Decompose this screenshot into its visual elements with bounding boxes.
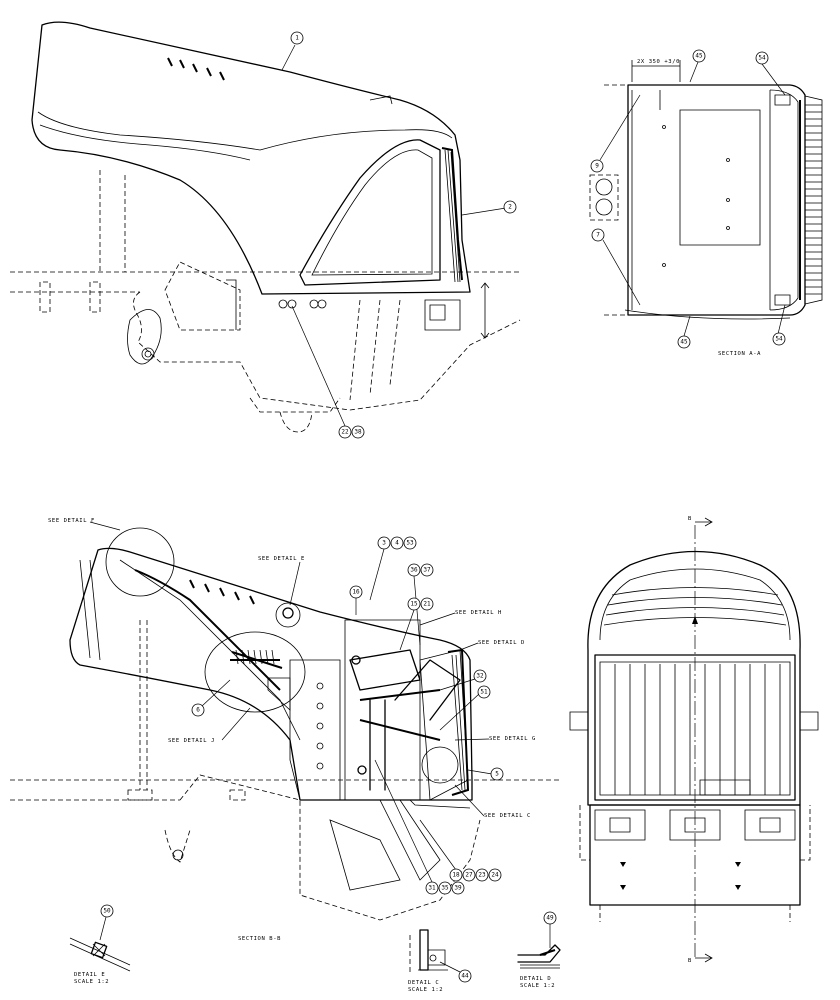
callout-54-top: 54 <box>755 51 786 96</box>
detail-d-drawing: 49 <box>517 911 561 969</box>
svg-text:32: 32 <box>476 673 484 680</box>
section-a-a-view: 2X 350 +3/0 <box>589 59 823 320</box>
callout-51: 51 <box>439 685 491 731</box>
svg-text:3: 3 <box>382 540 386 547</box>
side-view-hood <box>10 21 521 433</box>
svg-text:2: 2 <box>508 204 512 211</box>
svg-text:9: 9 <box>595 163 599 170</box>
callout-18-27-23-24: 18 27 23 24 <box>419 819 502 882</box>
callout-31-35-39: 31 35 39 <box>374 759 465 895</box>
svg-text:49: 49 <box>546 915 554 922</box>
callout-45-bottom: 45 <box>677 315 691 349</box>
svg-text:44: 44 <box>461 973 469 980</box>
svg-text:22: 22 <box>341 429 349 436</box>
callout-22-38: 22 38 <box>291 305 365 439</box>
svg-text:18: 18 <box>452 872 460 879</box>
svg-text:5: 5 <box>495 771 499 778</box>
callout-15-21: 15 21 <box>399 597 434 651</box>
detail-d-title: DETAIL D <box>520 976 551 982</box>
see-detail-e: SEE DETAIL E <box>258 556 305 562</box>
see-detail-f: SEE DETAIL F <box>48 518 95 524</box>
svg-text:27: 27 <box>465 872 473 879</box>
section-marker-top: B <box>688 516 692 522</box>
svg-text:7: 7 <box>596 232 600 239</box>
svg-text:1: 1 <box>295 35 299 42</box>
section-b-b-view <box>10 527 560 921</box>
svg-text:54: 54 <box>775 336 783 343</box>
svg-text:15: 15 <box>410 601 418 608</box>
detail-e-drawing: 50 <box>69 904 131 972</box>
detail-c-scale: SCALE 1:2 <box>408 987 443 993</box>
callout-5: 5 <box>467 767 504 781</box>
svg-text:45: 45 <box>695 53 703 60</box>
detail-d-scale: SCALE 1:2 <box>520 983 555 989</box>
callout-45-top: 45 <box>689 49 706 83</box>
section-a-a-title: SECTION A-A <box>718 351 761 357</box>
svg-text:50: 50 <box>103 908 111 915</box>
section-b-b-title: SECTION B-B <box>238 936 281 942</box>
callout-9: 9 <box>590 94 641 173</box>
callout-1: 1 <box>281 31 304 71</box>
svg-text:36: 36 <box>410 567 418 574</box>
callout-36-37: 36 37 <box>407 563 434 646</box>
svg-text:53: 53 <box>406 540 414 547</box>
callout-3-4-53: 3 4 53 <box>369 536 417 601</box>
detail-e-scale: SCALE 1:2 <box>74 979 109 985</box>
front-view <box>569 517 819 963</box>
see-detail-c: SEE DETAIL C <box>484 813 531 819</box>
callout-6: 6 <box>191 679 231 717</box>
svg-text:21: 21 <box>423 601 431 608</box>
detail-c-title: DETAIL C <box>408 980 439 986</box>
svg-text:31: 31 <box>428 885 436 892</box>
callout-7: 7 <box>591 228 641 306</box>
callout-2: 2 <box>461 200 517 216</box>
see-detail-j: SEE DETAIL J <box>168 738 215 744</box>
callout-16: 16 <box>349 585 363 615</box>
svg-text:54: 54 <box>758 55 766 62</box>
svg-text:24: 24 <box>491 872 499 879</box>
svg-text:6: 6 <box>196 707 200 714</box>
see-detail-d: SEE DETAIL D <box>478 640 525 646</box>
callout-54-bottom: 54 <box>772 304 786 346</box>
section-marker-bottom: B <box>688 958 692 964</box>
svg-text:16: 16 <box>352 589 360 596</box>
callout-32: 32 <box>439 669 487 691</box>
detail-e-title: DETAIL E <box>74 972 105 978</box>
svg-text:45: 45 <box>680 339 688 346</box>
see-detail-h: SEE DETAIL H <box>455 610 502 616</box>
svg-text:35: 35 <box>441 885 449 892</box>
svg-text:2X 350 +3/0: 2X 350 +3/0 <box>637 59 680 65</box>
detail-c-drawing: 44 <box>409 929 472 983</box>
see-detail-g: SEE DETAIL G <box>489 736 536 742</box>
svg-text:39: 39 <box>454 885 462 892</box>
svg-text:23: 23 <box>478 872 486 879</box>
svg-text:37: 37 <box>423 567 431 574</box>
svg-text:38: 38 <box>354 429 362 436</box>
svg-text:4: 4 <box>395 540 399 547</box>
svg-text:51: 51 <box>480 689 488 696</box>
